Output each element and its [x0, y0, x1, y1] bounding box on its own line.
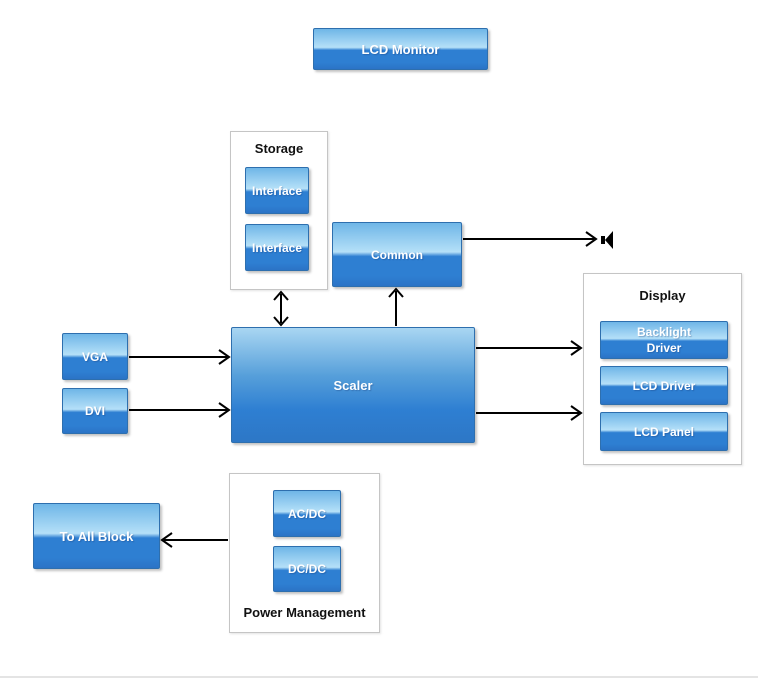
- arrow-scaler-to-backlight-driver: [476, 340, 583, 356]
- interface-label: Interface: [251, 240, 303, 255]
- acdc-block: AC/DC: [273, 490, 341, 537]
- bottom-divider: [0, 676, 758, 678]
- common-label: Common: [371, 247, 423, 262]
- storage-interface-block-bottom: Interface: [245, 224, 309, 271]
- arrow-scaler-to-common: [388, 287, 404, 326]
- lcd-driver-block: LCD Driver: [600, 366, 728, 405]
- backlight-driver-block: Backlight Driver: [600, 321, 728, 359]
- storage-container: Storage Interface Interface: [230, 131, 328, 290]
- vga-block: VGA: [62, 333, 128, 380]
- arrow-storage-scaler-bidirectional: [273, 290, 289, 327]
- dvi-block: DVI: [62, 388, 128, 434]
- arrow-dvi-to-scaler: [129, 402, 231, 418]
- speaker-icon: [601, 231, 613, 249]
- arrow-vga-to-scaler: [129, 349, 231, 365]
- scaler-block: Scaler: [231, 327, 475, 443]
- arrow-power-to-all-block: [160, 532, 228, 548]
- power-management-title: Power Management: [243, 605, 366, 620]
- dcdc-block: DC/DC: [273, 546, 341, 592]
- lcd-monitor-title-block: LCD Monitor: [313, 28, 488, 70]
- lcd-monitor-label: LCD Monitor: [361, 41, 440, 57]
- display-title: Display: [639, 288, 686, 303]
- vga-label: VGA: [81, 349, 108, 364]
- scaler-label: Scaler: [333, 377, 373, 393]
- acdc-label: AC/DC: [288, 506, 326, 521]
- backlight-driver-label: Backlight Driver: [636, 324, 691, 355]
- dvi-label: DVI: [84, 404, 105, 418]
- storage-title: Storage: [254, 141, 304, 156]
- display-container: Display Backlight Driver LCD Driver LCD …: [583, 273, 742, 465]
- interface-label: Interface: [251, 183, 303, 198]
- power-management-container: AC/DC DC/DC Power Management: [229, 473, 380, 633]
- lcd-panel-label: LCD Panel: [633, 424, 694, 439]
- to-all-block: To All Block: [33, 503, 160, 569]
- common-block: Common: [332, 222, 462, 287]
- lcd-driver-label: LCD Driver: [632, 378, 696, 393]
- lcd-panel-block: LCD Panel: [600, 412, 728, 451]
- dcdc-label: DC/DC: [288, 562, 326, 576]
- storage-interface-block-top: Interface: [245, 167, 309, 214]
- arrow-scaler-to-lcd-panel: [476, 405, 583, 421]
- to-all-block-label: To All Block: [59, 528, 134, 544]
- arrow-common-to-speaker: [463, 231, 598, 247]
